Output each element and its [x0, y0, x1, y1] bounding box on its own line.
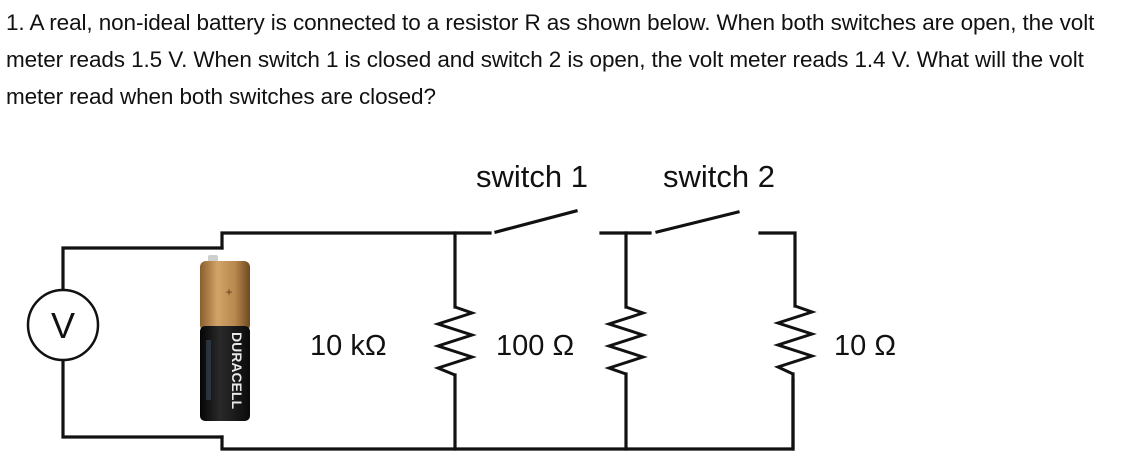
- switch-1-label: switch 1: [476, 159, 588, 194]
- resistor-10-label: 10 Ω: [834, 330, 896, 362]
- wire-10-top: [758, 231, 797, 308]
- wire-top-main: [220, 231, 492, 250]
- resistor-100-zigzag: [604, 305, 648, 376]
- voltmeter: V: [26, 288, 100, 362]
- voltmeter-circle: [26, 288, 100, 362]
- wire-voltmeter-top: [61, 246, 224, 292]
- battery-body: [200, 326, 250, 421]
- resistor-10k-label: 10 kΩ: [310, 330, 387, 362]
- question-text: 1. A real, non-ideal battery is connecte…: [6, 10, 1095, 109]
- voltmeter-symbol: V: [51, 305, 75, 346]
- battery-plus: +: [225, 285, 232, 299]
- resistor-100-label: 100 Ω: [496, 330, 574, 362]
- battery-brand: DURACELL: [229, 332, 245, 409]
- battery-cap: [200, 261, 250, 331]
- wire-bottom-main: [220, 378, 795, 451]
- wire-voltmeter-bottom: [61, 358, 224, 439]
- battery-icon: + DURACELL: [200, 255, 250, 421]
- switch-1-blade: [494, 209, 578, 234]
- switch-2-blade: [655, 210, 740, 234]
- resistor-10-zigzag: [773, 304, 817, 376]
- switch-2-label: switch 2: [663, 159, 775, 194]
- resistor-10k-zigzag: [433, 305, 477, 377]
